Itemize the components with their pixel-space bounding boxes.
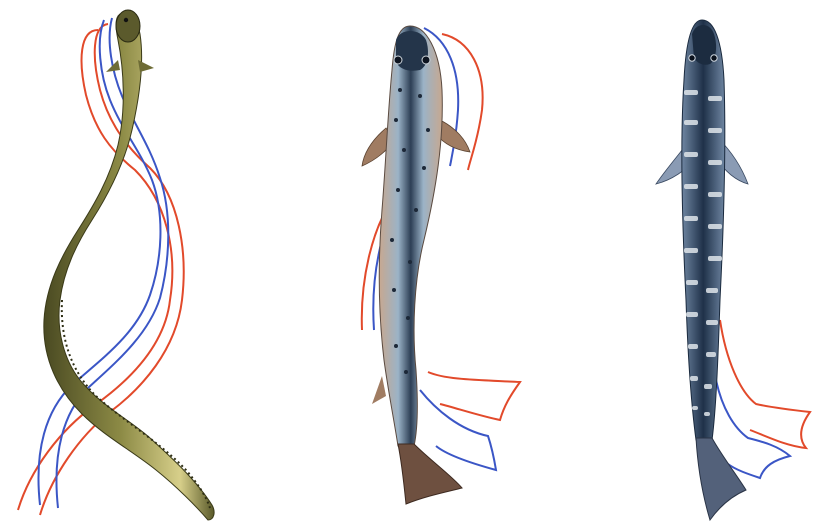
eel-illustration [18,10,214,520]
trout-pelvic-fin [372,376,386,404]
eel-head [116,10,140,42]
trout-left-eye [394,56,402,64]
loach-right-eye [711,55,717,61]
loach-tail [696,438,746,520]
trout-body [379,26,442,446]
eel-pectoral-fin-2 [138,60,154,72]
eel-eye [124,18,128,22]
trout-right-eye [422,56,430,64]
loach-left-eye [689,55,695,61]
loach-red-tail-outline [720,320,810,448]
trout-illustration [362,26,520,504]
eel-body [44,14,214,520]
loach-body [682,20,725,440]
trout-blue-tail-outline [420,390,496,470]
trout-tail [398,444,462,504]
eel-pectoral-fin [106,60,120,72]
trout-head [396,31,428,71]
loach-illustration [656,20,810,520]
